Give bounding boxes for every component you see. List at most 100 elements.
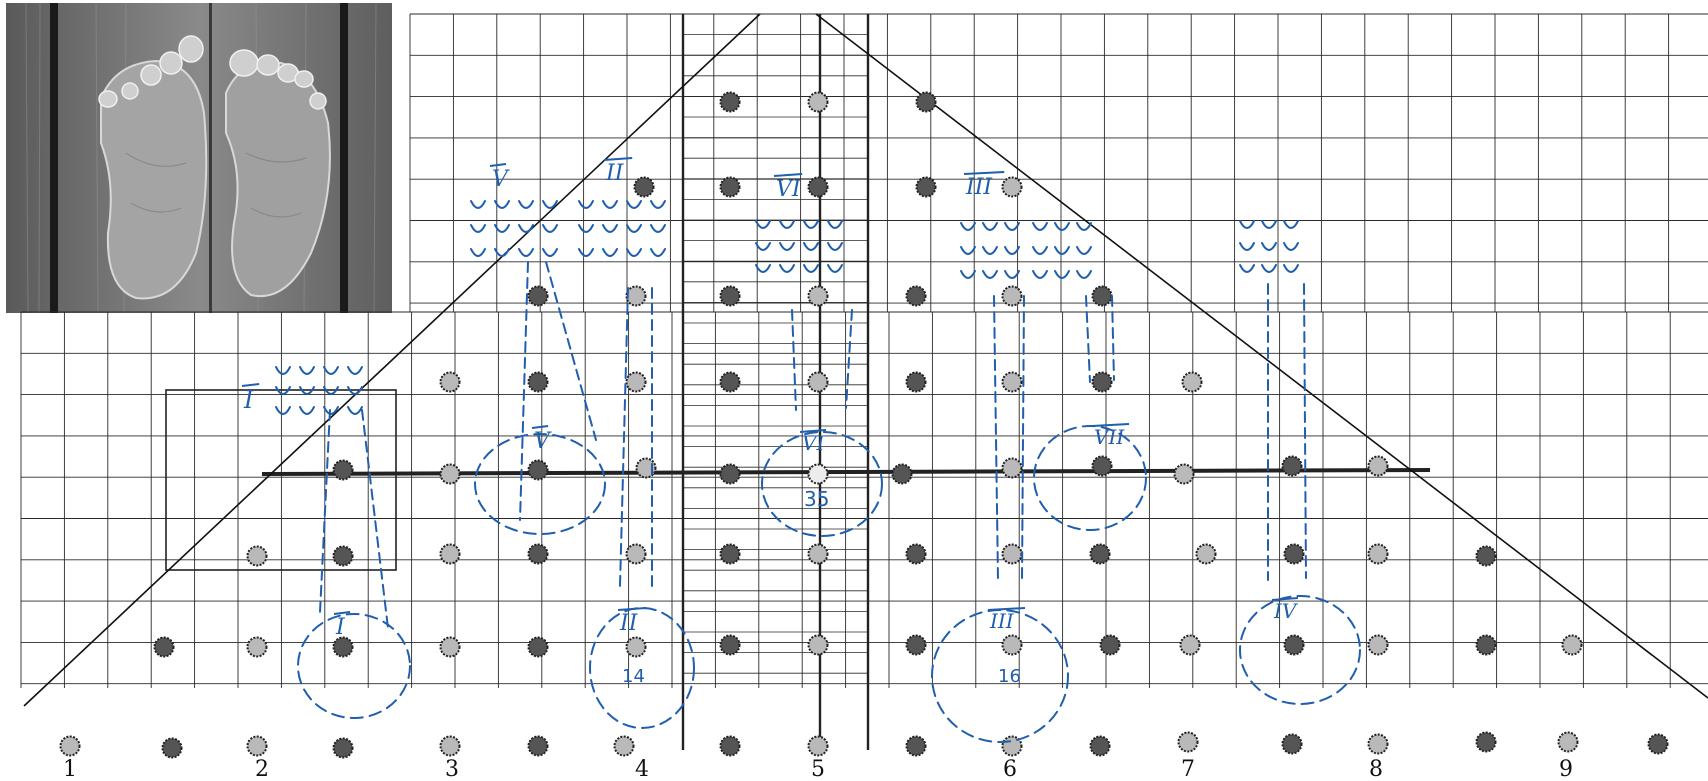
roman-mark-iii: III <box>965 175 993 200</box>
peg <box>334 547 353 566</box>
cup-mark <box>471 225 485 232</box>
cup-mark <box>579 201 593 208</box>
roman-mark-vi: VI <box>802 431 825 455</box>
peg <box>1477 547 1496 566</box>
dashed-thread-line <box>520 262 528 520</box>
cup-mark <box>756 221 770 228</box>
cup-mark <box>1240 265 1254 272</box>
peg <box>721 636 740 655</box>
peg <box>1003 287 1022 306</box>
cup-mark <box>828 221 842 228</box>
cup-mark <box>519 201 533 208</box>
peg <box>917 93 936 112</box>
count-label: 14 <box>622 666 645 687</box>
cup-mark <box>471 249 485 256</box>
axis-number: 4 <box>635 757 649 781</box>
peg <box>907 373 926 392</box>
cup-mark <box>543 225 557 232</box>
cup-mark <box>519 225 533 232</box>
peg <box>248 547 267 566</box>
peg <box>1563 636 1582 655</box>
peg <box>1091 545 1110 564</box>
cup-mark <box>348 367 362 374</box>
peg <box>809 737 828 756</box>
peg <box>907 287 926 306</box>
peg <box>721 545 740 564</box>
peg <box>917 178 936 197</box>
peg <box>1559 733 1578 752</box>
peg <box>1477 733 1496 752</box>
cup-mark <box>519 249 533 256</box>
peg <box>529 373 548 392</box>
axis-number: 3 <box>445 757 459 781</box>
count-label: 16 <box>998 666 1021 687</box>
peg <box>1183 373 1202 392</box>
peg <box>1003 373 1022 392</box>
peg <box>334 638 353 657</box>
peg <box>1091 737 1110 756</box>
roman-mark-i: I <box>243 386 254 414</box>
cup-mark <box>579 225 593 232</box>
pegs <box>61 93 1668 758</box>
roman-overline <box>242 384 259 386</box>
cup-mark <box>1284 243 1298 250</box>
peg <box>615 737 634 756</box>
cup-mark <box>804 265 818 272</box>
peg <box>1003 636 1022 655</box>
cup-mark <box>1033 247 1047 254</box>
peg <box>893 465 912 484</box>
peg <box>1477 636 1496 655</box>
bold-guide-lines <box>166 14 1430 750</box>
peg <box>721 93 740 112</box>
peg <box>907 737 926 756</box>
dashed-thread-line <box>362 410 388 628</box>
peg <box>721 287 740 306</box>
cup-mark <box>780 265 794 272</box>
peg <box>334 739 353 758</box>
roman-overline <box>604 158 632 160</box>
peg <box>529 287 548 306</box>
roman-mark-vii: VII <box>1094 425 1125 449</box>
peg <box>529 737 548 756</box>
peg <box>1003 178 1022 197</box>
peg <box>1093 457 1112 476</box>
peg <box>627 545 646 564</box>
roman-mark-ii: II <box>605 161 625 186</box>
cup-mark <box>1262 243 1276 250</box>
peg <box>627 638 646 657</box>
peg <box>1003 459 1022 478</box>
cup-mark <box>300 367 314 374</box>
peg <box>529 461 548 480</box>
peg <box>1369 735 1388 754</box>
grid <box>21 14 1708 688</box>
cup-mark <box>1077 247 1091 254</box>
cup-mark <box>983 271 997 278</box>
peg <box>163 739 182 758</box>
cup-mark <box>276 367 290 374</box>
cup-mark <box>1262 265 1276 272</box>
peg <box>721 465 740 484</box>
roman-overline <box>490 164 506 166</box>
peg <box>441 737 460 756</box>
cup-mark <box>828 243 842 250</box>
cup-mark <box>651 225 665 232</box>
cup-mark <box>627 225 641 232</box>
peg <box>155 638 174 657</box>
peg <box>441 638 460 657</box>
cup-mark <box>579 249 593 256</box>
roman-mark-vi: VI <box>776 177 802 202</box>
peg <box>441 545 460 564</box>
peg <box>1369 457 1388 476</box>
peg <box>809 465 828 484</box>
peg <box>809 287 828 306</box>
diagonal-lines <box>24 14 1708 706</box>
peg <box>1369 636 1388 655</box>
cup-mark <box>1240 243 1254 250</box>
cup-mark <box>603 201 617 208</box>
peg <box>1093 287 1112 306</box>
peg <box>1283 735 1302 754</box>
axis-number: 7 <box>1181 757 1195 781</box>
dashed-thread-line <box>1304 284 1306 578</box>
dashed-thread-line <box>994 296 998 580</box>
